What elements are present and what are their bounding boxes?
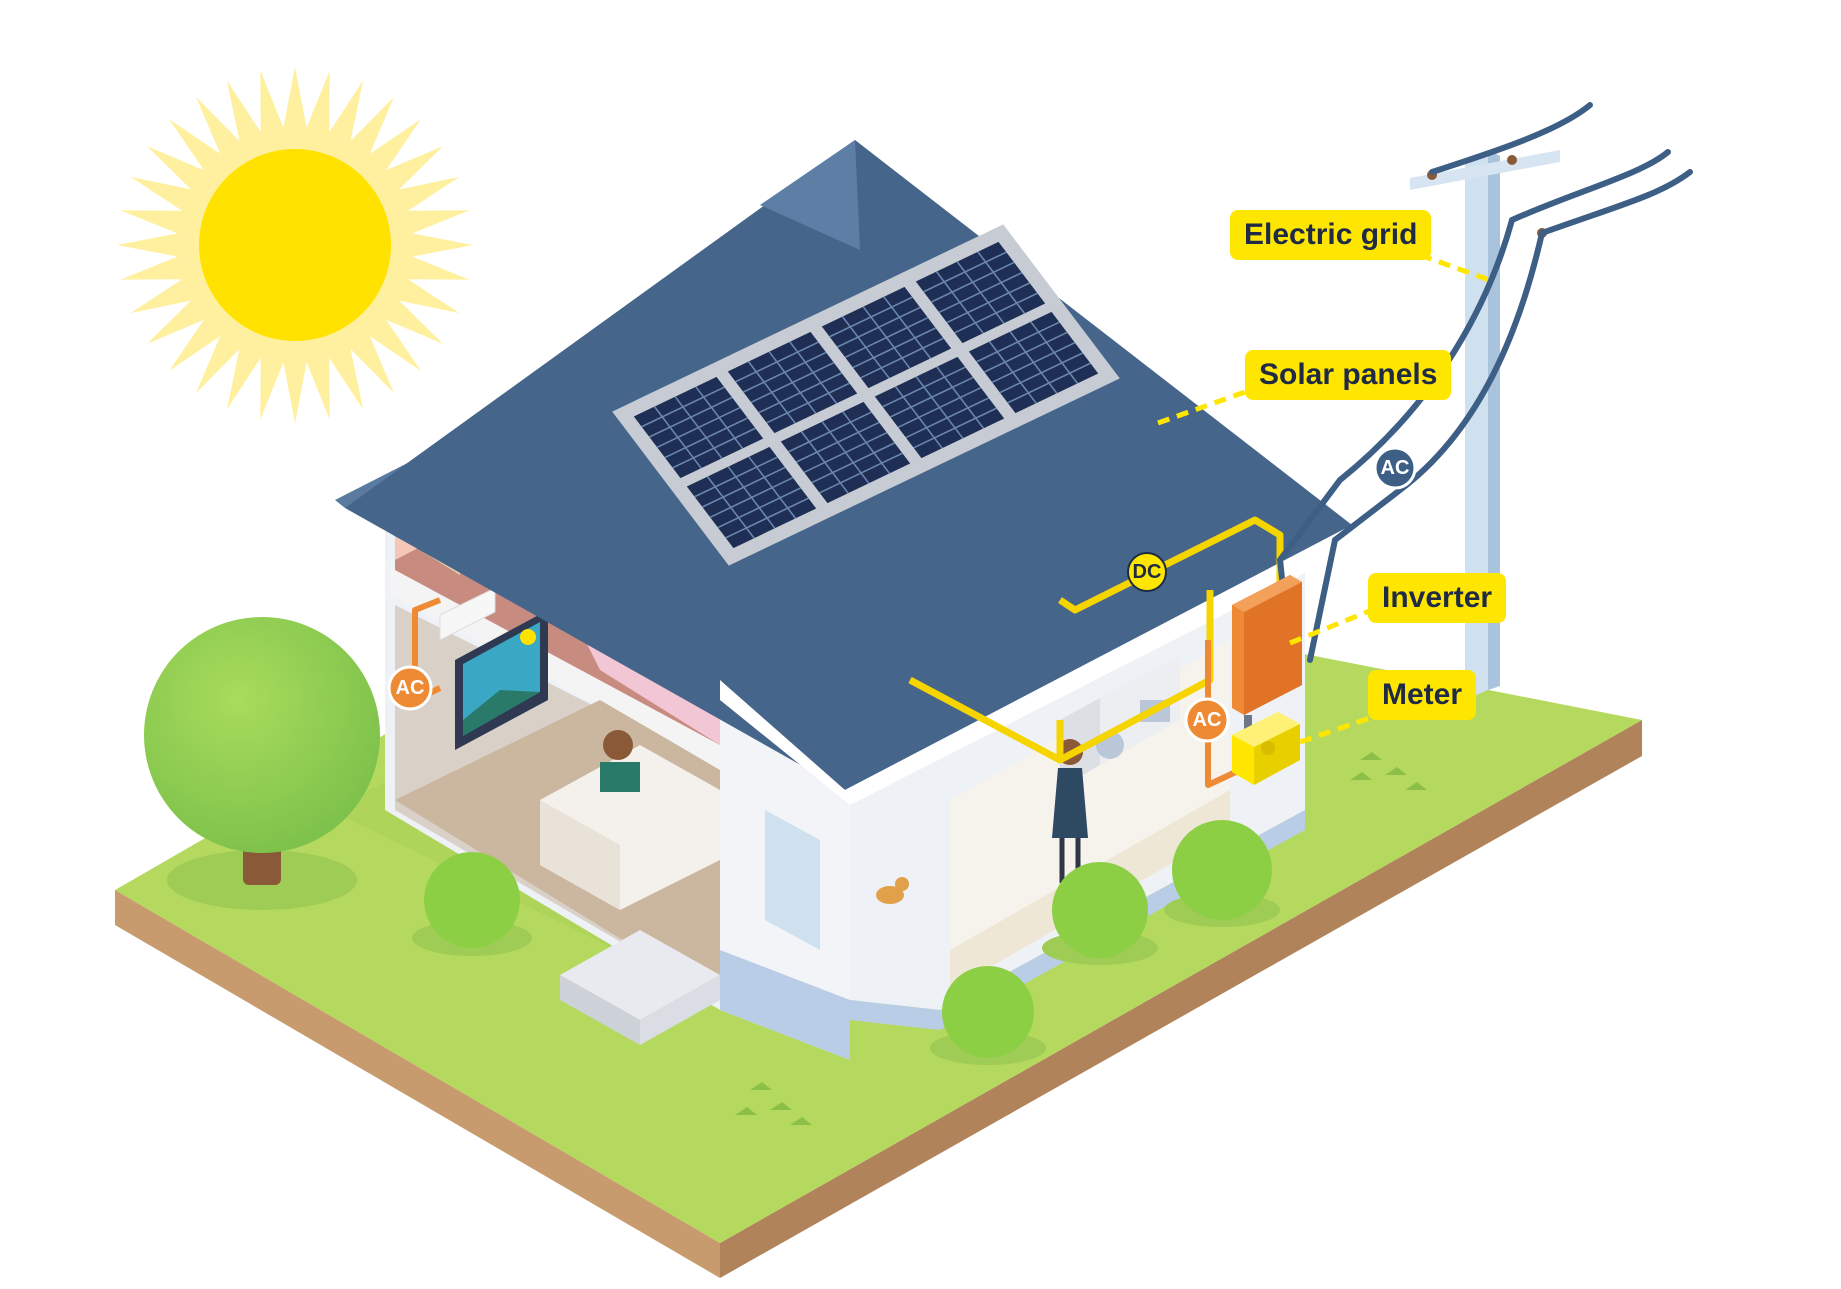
meter-label: Meter bbox=[1368, 670, 1477, 720]
inverter-icon bbox=[1232, 575, 1302, 730]
panel-cell-grid bbox=[882, 366, 997, 449]
svg-text:DC: DC bbox=[1133, 561, 1162, 583]
bush-icon bbox=[412, 820, 1280, 1065]
inverter-label: Inverter bbox=[1368, 573, 1507, 623]
tv-icon bbox=[455, 610, 548, 750]
svg-text:AC: AC bbox=[1381, 457, 1410, 479]
ac-kitchen-badge: AC bbox=[1184, 697, 1230, 743]
meter-icon bbox=[1232, 712, 1300, 785]
panel-cell-grid bbox=[976, 321, 1091, 404]
sun-core bbox=[199, 149, 391, 341]
panel-cell-grid bbox=[694, 456, 809, 539]
callout-leaders bbox=[1157, 252, 1496, 745]
panel-cell-grid bbox=[735, 341, 850, 424]
panel-cell-grid bbox=[641, 386, 756, 469]
grass-tufts bbox=[735, 752, 1427, 1125]
panel-cell-grid bbox=[923, 251, 1038, 334]
panel-cell-grid bbox=[829, 296, 944, 379]
panel-cell-grid bbox=[788, 411, 903, 494]
dc-badge: DC bbox=[1127, 552, 1167, 592]
ac-grid-badge: AC bbox=[1373, 446, 1417, 490]
sun-icon bbox=[117, 67, 473, 423]
cat-icon bbox=[876, 877, 909, 904]
svg-text:AC: AC bbox=[1193, 709, 1222, 731]
ac-left-badge: AC bbox=[387, 665, 433, 711]
tree-icon bbox=[144, 617, 380, 910]
svg-text:AC: AC bbox=[396, 677, 425, 699]
solar-panel-array bbox=[612, 224, 1120, 566]
electric-grid-label: Electric grid bbox=[1230, 210, 1432, 260]
solar-panels-label: Solar panels bbox=[1245, 350, 1452, 400]
